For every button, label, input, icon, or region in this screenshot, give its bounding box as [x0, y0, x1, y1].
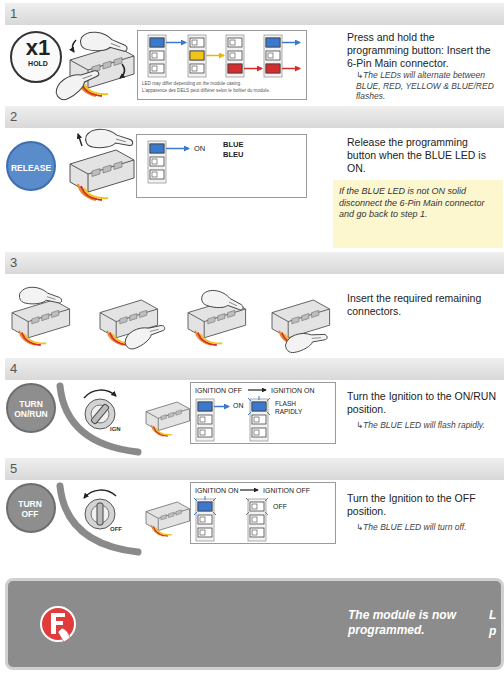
action-label: TURN ON/RUN — [10, 399, 52, 419]
key-position: IGN — [110, 426, 130, 433]
instruction-text: Press and hold the programming button: I… — [347, 31, 499, 70]
warning-box: If the BLUE LED is not ON solid disconne… — [333, 180, 503, 248]
led-color: BLEU — [223, 150, 263, 159]
action-label: TURN OFF — [15, 499, 45, 519]
step-panel: 5Turn the Ignition to the OFF position. ↳… — [5, 458, 504, 572]
led-caption: L'apparence des DELS peut différer selon… — [142, 88, 305, 94]
step-number: 3 — [10, 255, 34, 271]
led-caption: LED may differ depending on the module c… — [142, 81, 305, 87]
step-panel: 4Turn the Ignition to the ON/RUN positio… — [5, 358, 504, 458]
instruction-text: Insert the required remaining connectors… — [347, 292, 499, 318]
step-panel: 1Press and hold the programming button: … — [5, 3, 504, 105]
result-note: ↳The LEDs will alternate between BLUE, R… — [356, 70, 502, 102]
led-panel: IGNITION OFF IGNITION ON ON FLASH RAPIDLY — [190, 382, 336, 444]
hold-label: HOLD — [12, 60, 64, 68]
step-number: 2 — [10, 109, 34, 125]
step-number: 4 — [10, 361, 34, 377]
completion-text: The module is now programmed. — [348, 608, 466, 638]
led-panel: ON BLUEBLEU — [136, 134, 307, 198]
led-color: BLUE — [223, 140, 263, 149]
ignition-state: IGNITION ON — [271, 387, 333, 395]
warning-note: If the BLUE LED is not ON solid disconne… — [339, 186, 499, 221]
instruction-text: Release the programming button when the … — [347, 136, 499, 175]
step-number: 5 — [10, 461, 34, 477]
led-state: ON — [233, 402, 253, 410]
instruction-text: Turn the Ignition to the ON/RUN position… — [347, 390, 499, 416]
led-state: ON — [194, 144, 214, 153]
step-number: 1 — [10, 6, 34, 22]
led-panel: LED may differ depending on the module c… — [137, 30, 307, 100]
led-panel: IGNITION ON IGNITION OFF OFF — [190, 482, 336, 544]
action-circle: TURN OFF — [6, 483, 56, 533]
key-position: OFF — [110, 526, 130, 533]
instruction-text: Turn the Ignition to the OFF position. — [347, 492, 499, 518]
step-panel: 2Release the programming button when the… — [5, 106, 504, 252]
led-state: OFF — [273, 503, 303, 511]
action-circle: TURN ON/RUN — [6, 383, 56, 433]
hold-badge: x1HOLD — [10, 31, 62, 83]
step-panel: 3Insert the required remaining connector… — [5, 252, 504, 358]
result-note: ↳The BLUE LED will flash rapidly. — [356, 420, 502, 431]
led-state: FLASH RAPIDLY — [275, 400, 315, 415]
completion-text: p — [489, 624, 503, 639]
ignition-state: IGNITION ON — [195, 487, 241, 495]
completion-banner: The module is now programmed. Lp — [5, 578, 504, 670]
action-label: RELEASE — [8, 163, 54, 173]
hold-count: x1 — [12, 37, 64, 59]
ignition-state: IGNITION OFF — [263, 487, 325, 495]
result-note: ↳The BLUE LED will turn off. — [356, 522, 502, 533]
ignition-state: IGNITION OFF — [195, 387, 249, 395]
completion-text: L — [489, 608, 503, 623]
action-circle: RELEASE — [6, 141, 56, 191]
